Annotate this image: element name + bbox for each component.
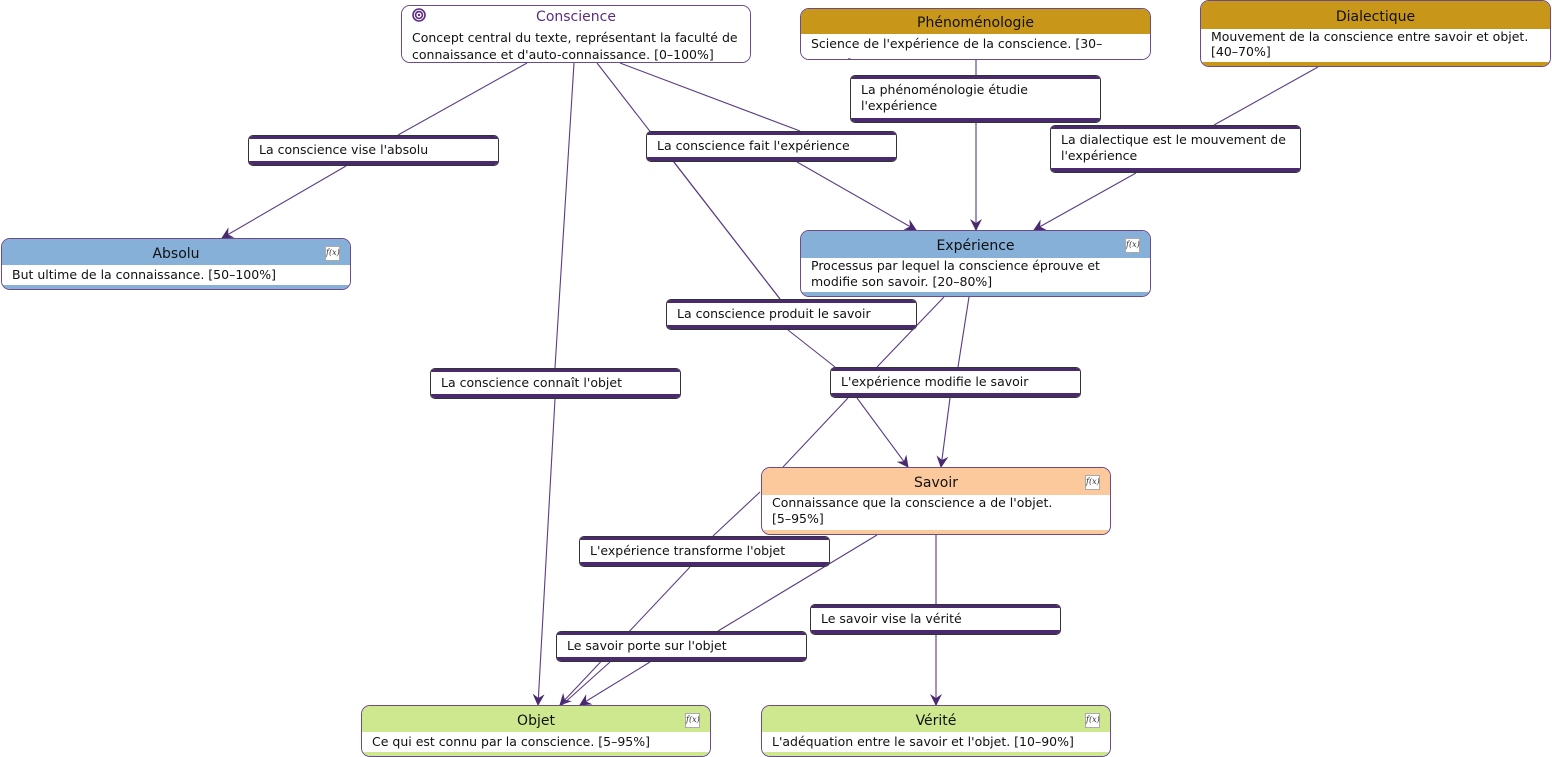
edge-modifie-transforme xyxy=(782,397,849,468)
link-produit-savoir[interactable]: La conscience produit le savoir xyxy=(666,299,917,330)
link-label: La conscience connaît l'objet xyxy=(441,375,622,390)
concept-title: Absolu xyxy=(152,246,200,262)
link-label: La conscience produit le savoir xyxy=(677,306,871,321)
link-experience-modifie[interactable]: L'expérience modifie le savoir xyxy=(830,367,1081,398)
edge-modifie-savoir-b xyxy=(936,397,951,468)
edge-to-transforme xyxy=(712,491,761,537)
concept-description: L'adéquation entre le savoir et l'objet.… xyxy=(762,732,1110,751)
edge-experience-modifie xyxy=(876,296,945,368)
concept-verite[interactable]: Vérité f(x) L'adéquation entre le savoir… xyxy=(761,705,1111,757)
edge-modifie-savoir xyxy=(856,397,909,468)
link-label: L'expérience transforme l'objet xyxy=(590,543,786,558)
edge-conscience-produit-b xyxy=(673,161,781,300)
link-label: Le savoir vise la vérité xyxy=(821,611,962,626)
concept-description: Concept central du texte, représentant l… xyxy=(402,28,750,62)
link-savoir-vise-verite[interactable]: Le savoir vise la vérité xyxy=(810,604,1061,635)
function-icon[interactable]: f(x) xyxy=(1085,713,1100,728)
link-fait-experience[interactable]: La conscience fait l'expérience xyxy=(646,131,897,162)
edge-conscience-connait xyxy=(554,62,575,369)
edge-porte-objet-b xyxy=(579,661,651,706)
link-dialectique-mouvement[interactable]: La dialectique est le mouvement de l'exp… xyxy=(1050,125,1301,173)
concept-title: Dialectique xyxy=(1335,9,1416,25)
link-label: L'expérience modifie le savoir xyxy=(841,374,1029,389)
concept-experience[interactable]: Expérience f(x) Processus par lequel la … xyxy=(800,230,1151,297)
function-icon[interactable]: f(x) xyxy=(325,246,340,261)
edge-produit-savoir xyxy=(787,329,836,368)
edge-fait-experience xyxy=(796,161,917,231)
edge-conscience-vise xyxy=(397,62,528,136)
concept-description: Ce qui est connu par la conscience. [5–9… xyxy=(362,732,710,751)
edge-porte-objet-a xyxy=(561,661,611,706)
edge-vise-absolu xyxy=(221,165,347,239)
concept-title: Conscience xyxy=(536,9,616,25)
concept-title: Phénoménologie xyxy=(917,15,1034,31)
concept-description: Science de l'expérience de la conscience… xyxy=(801,34,1150,59)
link-label: La conscience vise l'absolu xyxy=(259,142,429,157)
edge-connait-objet xyxy=(532,398,556,706)
link-label: La conscience fait l'expérience xyxy=(657,138,850,153)
concept-description: Connaissance que la conscience a de l'ob… xyxy=(762,495,1110,527)
edge-mouvement-experience xyxy=(1033,172,1137,231)
concept-description: Mouvement de la conscience entre savoir … xyxy=(1201,29,1550,59)
function-icon[interactable]: f(x) xyxy=(685,713,700,728)
concept-description: But ultime de la connaissance. [50–100%] xyxy=(2,265,350,284)
link-experience-transforme[interactable]: L'expérience transforme l'objet xyxy=(579,536,830,567)
concept-absolu[interactable]: Absolu f(x) But ultime de la connaissanc… xyxy=(1,238,351,290)
edge-savoir-porte xyxy=(717,534,878,632)
edge-dialectique-mouvement xyxy=(1213,66,1319,126)
concept-description: Processus par lequel la conscience éprou… xyxy=(801,258,1150,290)
concept-dialectique[interactable]: Dialectique Mouvement de la conscience e… xyxy=(1200,0,1551,67)
concept-title: Savoir xyxy=(914,475,958,491)
function-icon[interactable]: f(x) xyxy=(1125,238,1140,253)
link-phenomenologie-etudie[interactable]: La phénoménologie étudie l'expérience xyxy=(850,75,1101,123)
concept-title: Objet xyxy=(517,713,555,729)
target-icon xyxy=(412,8,426,22)
concept-phenomenologie[interactable]: Phénoménologie Science de l'expérience d… xyxy=(800,8,1151,60)
link-savoir-porte-objet[interactable]: Le savoir porte sur l'objet xyxy=(556,631,807,662)
function-icon[interactable]: f(x) xyxy=(1085,475,1100,490)
link-connait-objet[interactable]: La conscience connaît l'objet xyxy=(430,368,681,399)
link-label: La dialectique est le mouvement de l'exp… xyxy=(1061,132,1286,163)
link-label: Le savoir porte sur l'objet xyxy=(567,638,727,653)
concept-title: Expérience xyxy=(936,238,1015,254)
edge-conscience-fait xyxy=(619,62,801,132)
concept-title: Vérité xyxy=(915,713,957,729)
concept-objet[interactable]: Objet f(x) Ce qui est connu par la consc… xyxy=(361,705,711,757)
concept-savoir[interactable]: Savoir f(x) Connaissance que la conscien… xyxy=(761,467,1111,535)
edge-experience-modifie-b xyxy=(957,296,970,368)
concept-conscience[interactable]: Conscience Concept central du texte, rep… xyxy=(401,5,751,63)
link-label: La phénoménologie étudie l'expérience xyxy=(861,82,1028,113)
link-vise-absolu[interactable]: La conscience vise l'absolu xyxy=(248,135,499,166)
